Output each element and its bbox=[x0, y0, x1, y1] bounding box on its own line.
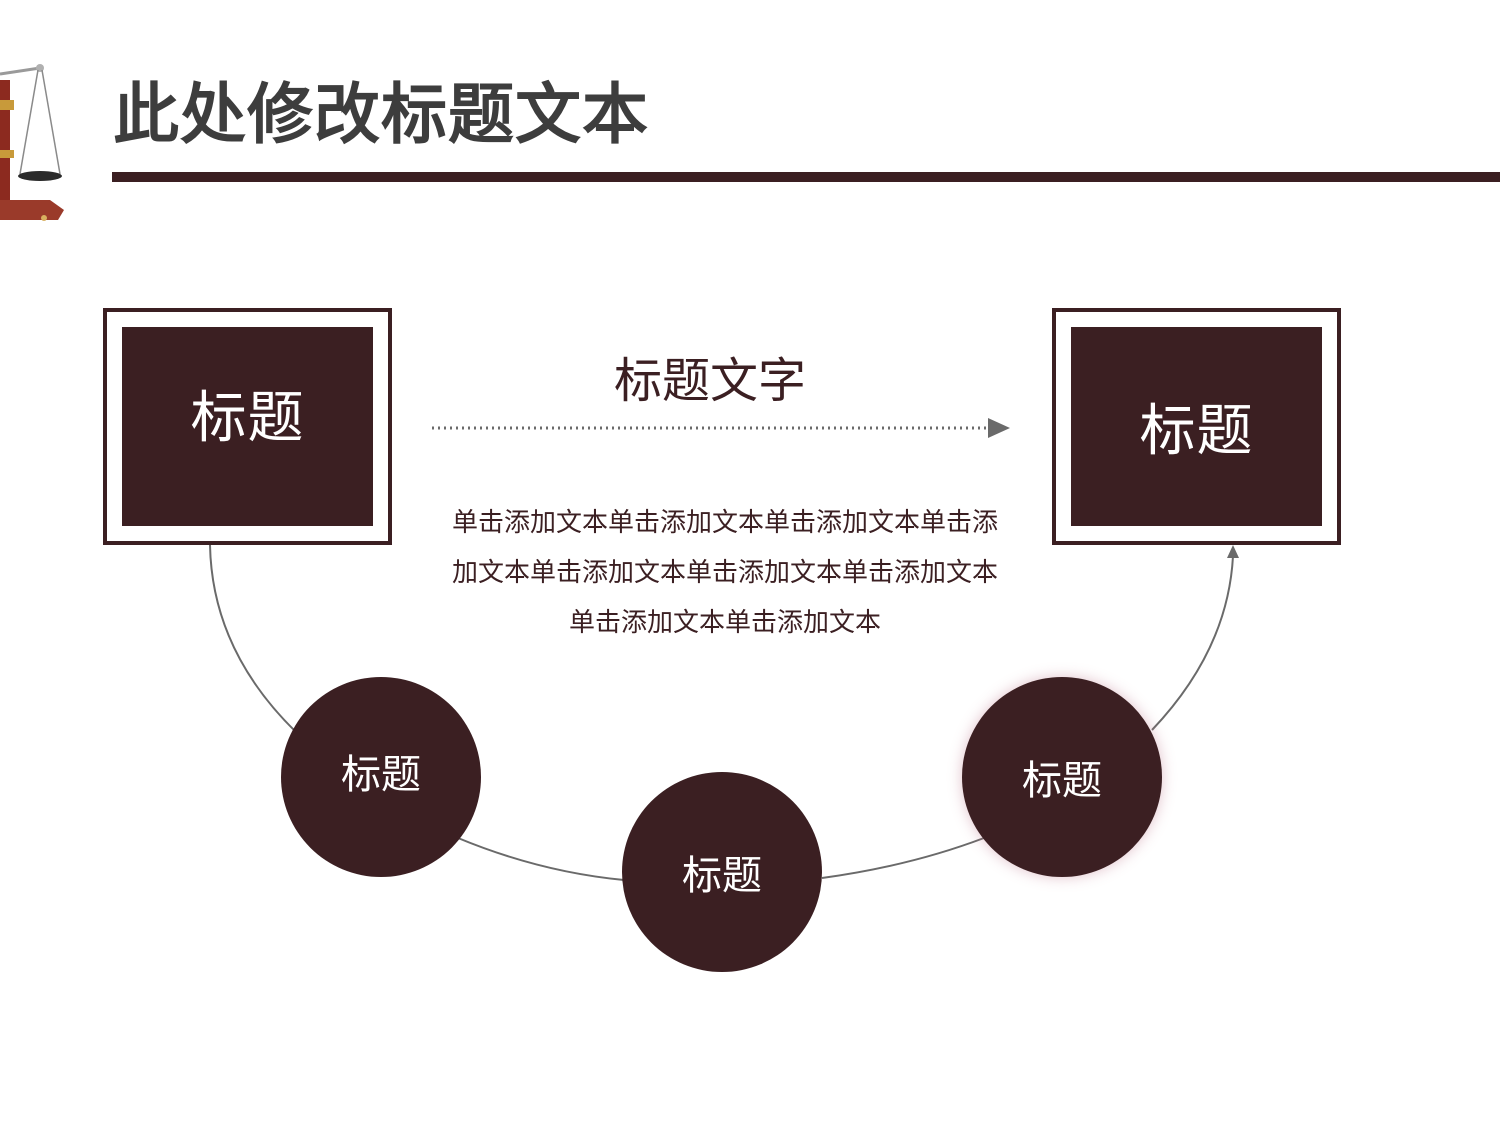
step-circle-3: 标题 bbox=[962, 677, 1162, 877]
scales-of-justice-icon bbox=[0, 64, 64, 221]
start-box-label: 标题 bbox=[122, 327, 373, 526]
slide-title: 此处修改标题文本 bbox=[113, 76, 649, 153]
arc-circle-3-to-right-box bbox=[1151, 555, 1234, 731]
arc-circle-1-to-circle-2 bbox=[457, 837, 625, 881]
step-circle-1: 标题 bbox=[281, 677, 481, 877]
title-underline bbox=[112, 172, 1500, 182]
arc-arrow-head bbox=[1227, 545, 1239, 558]
dotted-arrow-head bbox=[988, 418, 1010, 438]
step-circle-2: 标题 bbox=[622, 772, 822, 972]
end-box-label: 标题 bbox=[1071, 327, 1322, 526]
start-box: 标题 bbox=[103, 308, 392, 545]
end-box: 标题 bbox=[1052, 308, 1341, 545]
arc-left-box-to-circle-1 bbox=[209, 544, 297, 733]
arc-circle-2-to-circle-3 bbox=[821, 837, 985, 879]
center-heading: 标题文字 bbox=[613, 353, 806, 409]
center-body-text: 单击添加文本单击添加文本单击添加文本单击添加文本单击添加文本单击添加文本单击添加… bbox=[451, 508, 998, 638]
